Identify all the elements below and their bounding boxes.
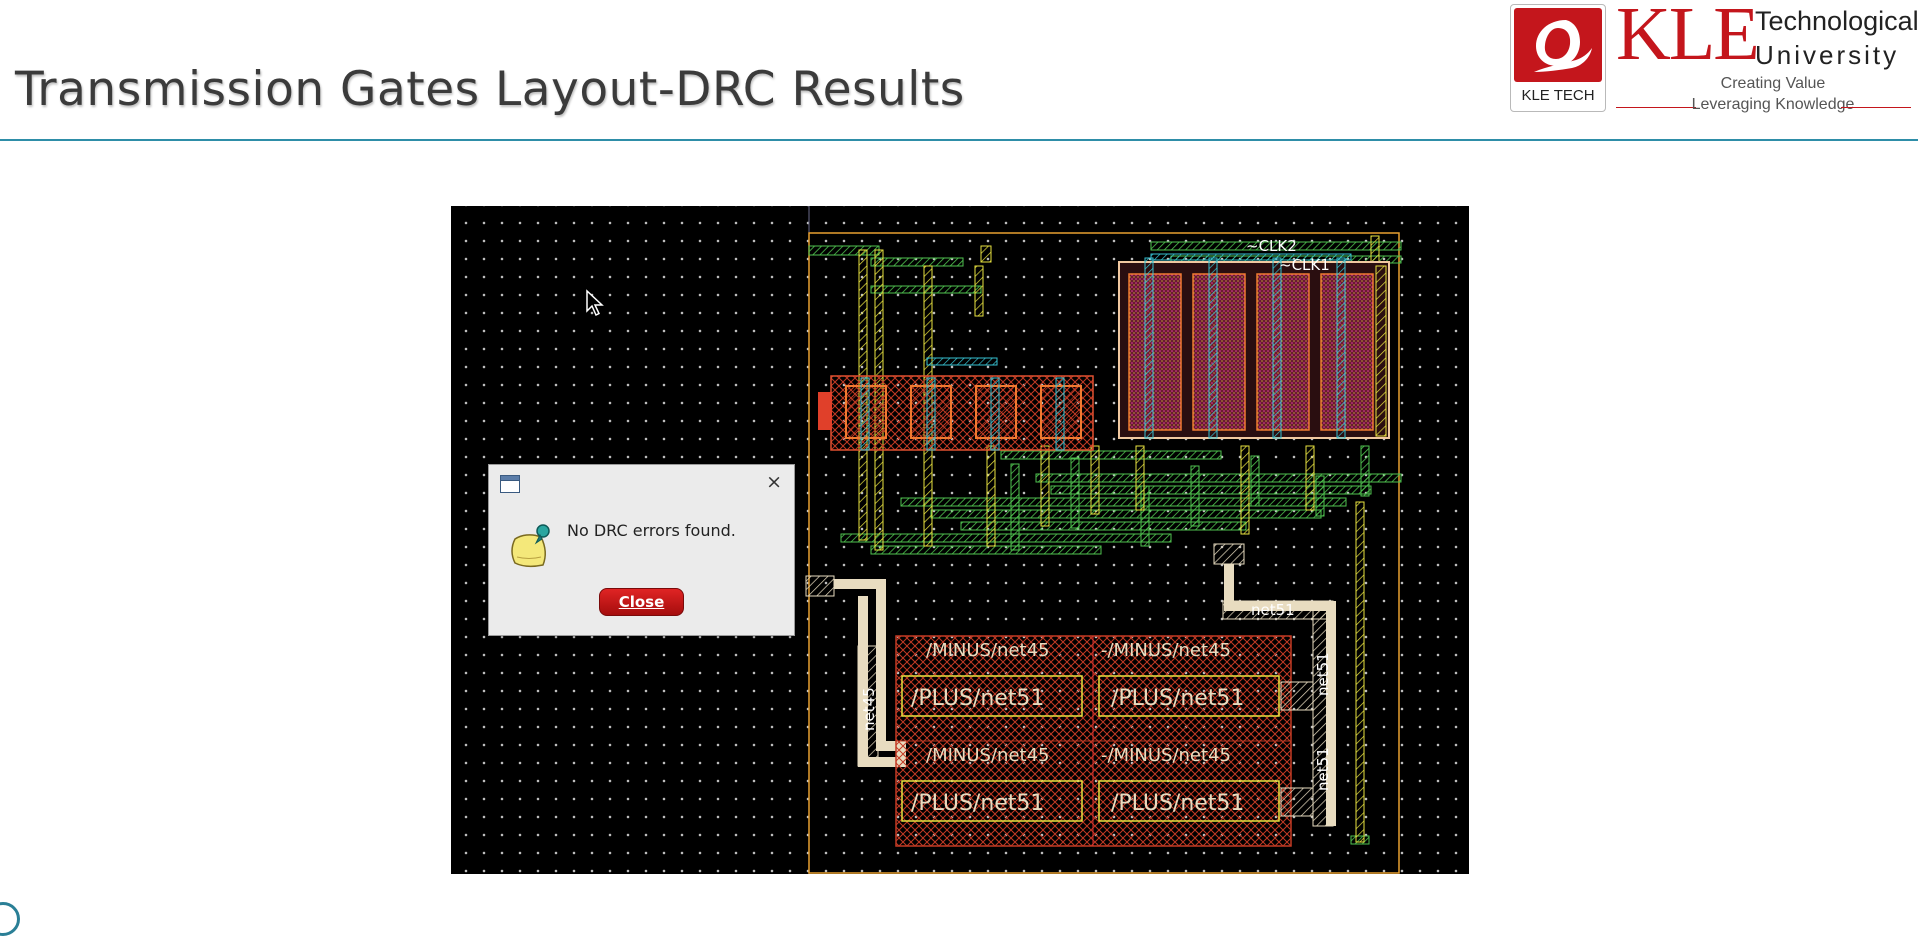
- logo-technological: Technological: [1755, 6, 1918, 36]
- info-note-icon: [511, 524, 550, 568]
- dialog-titlebar[interactable]: ×: [489, 465, 794, 501]
- logo-caption-2: Leveraging Knowledge: [1691, 96, 1855, 113]
- title-divider: [0, 139, 1918, 141]
- label-minus-2a: /MINUS/net45: [926, 745, 1049, 766]
- window-icon: [500, 475, 520, 493]
- logo-mark: KLE TECH: [1510, 4, 1606, 112]
- mouse-cursor-icon: [586, 289, 604, 317]
- pmos-diffusion-block: [1118, 253, 1390, 439]
- label-minus-1a: /MINUS/net45: [926, 640, 1049, 661]
- label-plus-2a: /PLUS/net51: [911, 791, 1044, 816]
- logo-rule-right: [1841, 107, 1911, 108]
- net-routes: [805, 543, 1336, 827]
- corner-decoration: [0, 902, 20, 936]
- dialog-close-button[interactable]: Close: [599, 588, 684, 616]
- slide-title: Transmission Gates Layout-DRC Results: [15, 62, 965, 117]
- close-button-label: Close: [618, 593, 665, 611]
- label-plus-1b: /PLUS/net51: [1111, 686, 1244, 711]
- logo-tag: KLE TECH: [1521, 87, 1595, 104]
- layout-canvas: ~CLK2 ~CLK1 net51 net51 net51 net45 /MIN…: [805, 206, 1402, 874]
- label-plus-1a: /PLUS/net51: [911, 686, 1044, 711]
- drc-result-dialog: × No DRC errors found. Close: [488, 464, 795, 636]
- label-plus-2b: /PLUS/net51: [1111, 791, 1244, 816]
- layout-editor-screenshot: ~CLK2 ~CLK1 net51 net51 net51 net45 /MIN…: [451, 206, 1469, 874]
- capacitor-array: [895, 635, 1314, 847]
- label-net51-side-1: net51: [1314, 652, 1332, 696]
- logo-emblem: [1514, 8, 1602, 82]
- close-icon[interactable]: ×: [766, 471, 782, 493]
- logo-rule-left: [1616, 107, 1696, 108]
- label-net51-side-2: net51: [1314, 747, 1332, 791]
- label-clk2: ~CLK2: [1246, 237, 1297, 255]
- label-clk1: ~CLK1: [1279, 256, 1330, 274]
- logo-caption-1: Creating Value: [1720, 75, 1826, 92]
- kle-tech-logo: KLE TECH KLE Technological University Cr…: [1508, 0, 1918, 114]
- label-minus-2b: -/MINUS/net45: [1101, 745, 1231, 766]
- logo-university: University: [1755, 40, 1900, 70]
- nmos-diffusion-block: [818, 357, 1094, 451]
- label-net51-top: net51: [1251, 601, 1295, 619]
- logo-kle-letters: KLE: [1616, 0, 1760, 76]
- label-net45: net45: [860, 687, 878, 731]
- label-minus-1b: -/MINUS/net45: [1101, 640, 1231, 661]
- dialog-message: No DRC errors found.: [567, 521, 736, 540]
